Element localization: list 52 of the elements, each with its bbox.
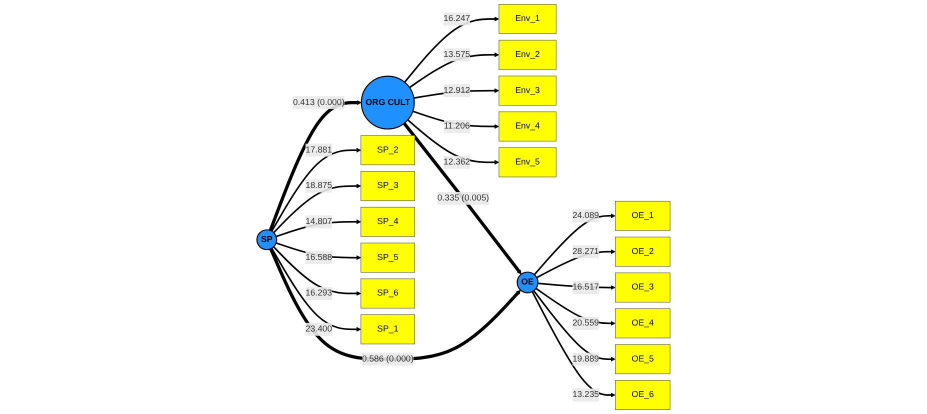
edge-label: 24.089 — [572, 210, 599, 220]
edge-label: 16.517 — [572, 282, 599, 292]
edge-label: 0.335 (0.005) — [437, 194, 490, 203]
edge-label: 0.586 (0.000) — [362, 354, 414, 364]
edge-label: 14.807 — [305, 216, 332, 226]
edge-label: 12.362 — [444, 157, 470, 167]
arrow — [273, 246, 362, 296]
edge-label: 16.293 — [305, 288, 332, 298]
arrow — [271, 248, 362, 332]
node-circle: ORG CULT — [360, 76, 415, 130]
edge-label: 20.559 — [572, 318, 599, 328]
node-box: Env_4 — [498, 112, 556, 142]
arrow — [404, 16, 500, 83]
node-box: SP_6 — [360, 278, 415, 308]
edge-label: 16.588 — [305, 252, 332, 262]
edge-label: 23.400 — [305, 324, 332, 334]
node-circle: OE — [516, 272, 538, 294]
edge-label: 12.912 — [444, 86, 470, 95]
node-circle: SP — [256, 229, 278, 250]
node-box: Env_5 — [498, 147, 556, 178]
node-box: SP_1 — [360, 314, 415, 344]
arrow — [268, 100, 362, 232]
arrow — [533, 290, 616, 362]
edge-label: 16.247 — [444, 14, 470, 24]
node-box: OE_5 — [615, 344, 670, 374]
node-box: OE_1 — [615, 200, 670, 231]
arrow — [271, 148, 362, 232]
arrow — [269, 248, 521, 361]
node-box: SP_4 — [360, 206, 415, 237]
node-box: OE_4 — [615, 308, 670, 338]
arrow — [407, 119, 500, 165]
arrow — [534, 213, 616, 276]
node-box: SP_5 — [360, 242, 415, 273]
arrow — [273, 184, 362, 234]
node-box: Env_3 — [498, 76, 556, 106]
arrow — [532, 291, 616, 398]
edge-label: 13.235 — [572, 390, 599, 400]
node-box: OE_3 — [615, 272, 670, 302]
edge-label: 11.206 — [444, 122, 470, 131]
node-box: OE_2 — [615, 236, 670, 267]
edge-label: 19.889 — [572, 354, 599, 364]
node-box: OE_6 — [615, 380, 670, 410]
edge-label: 17.881 — [305, 145, 332, 155]
edge-label: 28.271 — [572, 246, 599, 256]
node-box: Env_2 — [498, 40, 556, 70]
edge-label: 0.413 (0.000) — [292, 98, 345, 107]
node-box: Env_1 — [498, 4, 556, 34]
edge-label: 18.875 — [305, 181, 332, 190]
node-box: SP_2 — [360, 135, 415, 166]
node-box: SP_3 — [360, 171, 415, 201]
edge-label: 13.575 — [444, 50, 470, 60]
arrow — [402, 122, 522, 274]
